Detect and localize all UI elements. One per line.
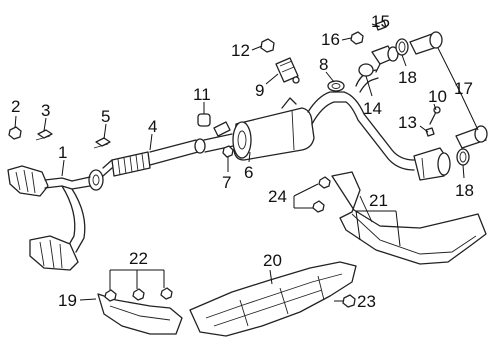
callout-18-upper: 18 [398,68,417,87]
callout-21: 21 [369,191,388,210]
fasteners-22 [104,287,173,302]
callout-1: 1 [58,143,67,162]
callout-13: 13 [398,113,417,132]
exhaust-tip-17-upper [409,31,443,55]
hanger-bracket-9 [275,57,300,84]
fasteners-24 [312,176,331,213]
intermediate-pipe [102,133,234,177]
gasket-5 [93,137,111,149]
front-pipe-assembly [7,165,104,271]
callout-12: 12 [231,41,250,60]
callout-7: 7 [222,173,231,192]
callout-10: 10 [428,87,447,106]
bolt-15 [375,20,387,31]
callout-4: 4 [148,117,157,136]
callout-19: 19 [58,291,77,310]
clamp-near-11 [213,121,231,137]
tailpipe [307,91,451,181]
clamp-18-upper [395,38,409,56]
callout-17: 17 [454,79,473,98]
callout-16: 16 [321,30,340,49]
bolt-2 [8,126,22,140]
hanger-rod [281,97,297,109]
callout-15: 15 [371,12,390,31]
callout-14: 14 [363,99,382,118]
callout-22: 22 [129,249,148,268]
callout-labels: 1 2 3 4 5 6 7 8 9 10 11 12 13 14 15 16 1… [11,12,474,311]
exhaust-tip-15-assembly [371,45,399,73]
insulator-11 [197,113,211,127]
bolt-13-10 [425,106,441,137]
callout-23: 23 [357,292,376,311]
nut-16 [350,31,364,45]
gasket-3 [35,129,53,141]
clamp-8 [327,80,345,92]
callout-3: 3 [41,101,50,120]
muffler [232,107,315,161]
callout-8: 8 [319,55,328,74]
callout-24: 24 [268,187,287,206]
heat-shield-19 [97,293,183,335]
callout-20: 20 [263,251,282,270]
fastener-23 [342,294,356,308]
callout-2: 2 [11,97,20,116]
callout-6: 6 [244,163,253,182]
nut-12 [260,38,275,53]
leader-lines [14,23,479,302]
callout-5: 5 [101,107,110,126]
heat-shield-21 [331,171,487,265]
callout-18-lower: 18 [455,181,474,200]
callout-11: 11 [193,85,211,104]
nut-7 [222,145,234,158]
exhaust-tip-17-lower [455,125,488,149]
callout-9: 9 [255,81,264,100]
heat-shield-20 [189,261,357,337]
clamp-18-lower [456,148,470,166]
